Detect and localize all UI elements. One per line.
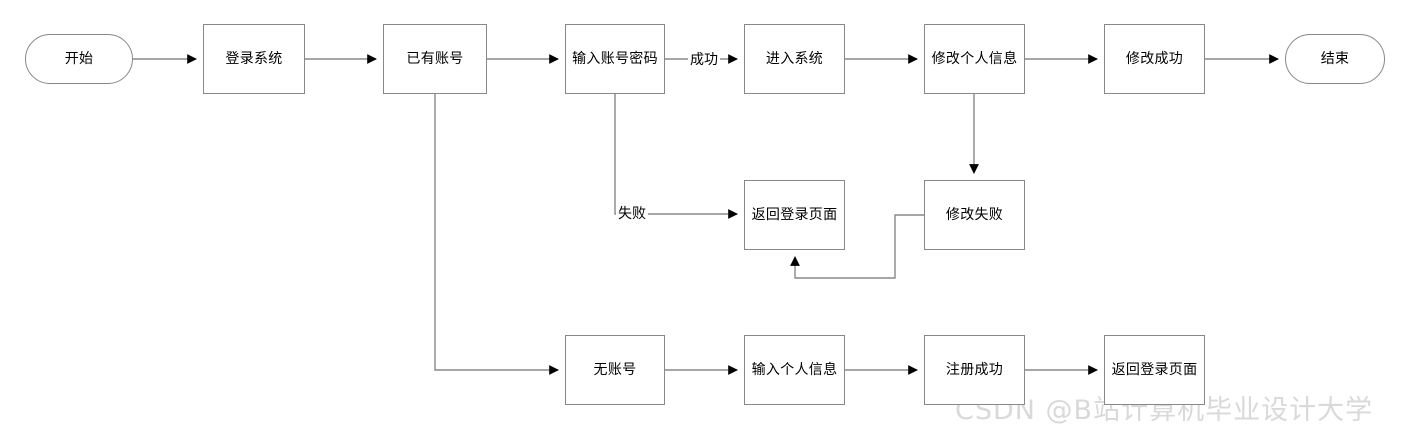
edge-label-success: 成功 bbox=[688, 52, 720, 68]
node-start[interactable]: 开始 bbox=[25, 34, 133, 84]
node-register-success[interactable]: 注册成功 bbox=[924, 335, 1025, 405]
edge-label-failure: 失败 bbox=[616, 206, 648, 222]
edge-modify-fail-to-back-to-login bbox=[790, 214, 924, 279]
node-no-account[interactable]: 无账号 bbox=[565, 335, 665, 405]
node-input-credentials[interactable]: 输入账号密码 bbox=[565, 24, 665, 94]
node-input-personal-info[interactable]: 输入个人信息 bbox=[744, 335, 845, 405]
node-modify-success[interactable]: 修改成功 bbox=[1104, 24, 1205, 94]
node-modify-fail[interactable]: 修改失败 bbox=[924, 180, 1025, 250]
node-back-to-login-mid[interactable]: 返回登录页面 bbox=[744, 180, 845, 250]
node-has-account[interactable]: 已有账号 bbox=[383, 24, 487, 94]
node-enter-system[interactable]: 进入系统 bbox=[744, 24, 845, 94]
node-modify-info[interactable]: 修改个人信息 bbox=[924, 24, 1025, 94]
node-login-system[interactable]: 登录系统 bbox=[203, 24, 305, 94]
edge-input-credentials-to-back-to-login bbox=[614, 94, 738, 219]
edge-has-account-to-no-account bbox=[434, 94, 559, 375]
node-back-to-login-bottom[interactable]: 返回登录页面 bbox=[1104, 335, 1205, 405]
node-end[interactable]: 结束 bbox=[1285, 34, 1385, 84]
